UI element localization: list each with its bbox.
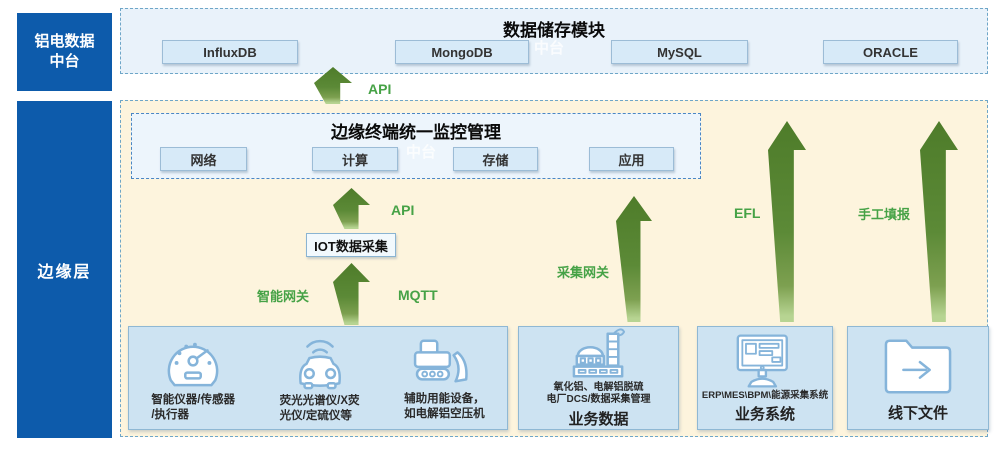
gauge-icon xyxy=(167,342,219,386)
business-system-title: 业务系统 xyxy=(734,405,795,423)
folder-arrow-icon xyxy=(884,339,952,394)
device-label-line: 光仪/定硫仪等 xyxy=(279,409,352,422)
iot-data-collection-box: IOT数据采集 xyxy=(306,233,396,257)
api-top-label: API xyxy=(368,81,392,97)
efl-label: EFL xyxy=(734,205,761,221)
db-box-influxdb: InfluxDB xyxy=(162,40,298,64)
sidebar-label-edge-layer: 边缘层 xyxy=(17,101,112,438)
db-box-oracle: ORACLE xyxy=(823,40,958,64)
device-label-line: /执行器 xyxy=(151,408,190,421)
monitor-item-storage: 存储 xyxy=(453,147,538,171)
monitor-item-app: 应用 xyxy=(589,147,674,171)
device-label-line: 辅助用能设备， xyxy=(404,392,485,405)
business-system-line1: ERP\MES\BPM\能源采集系统 xyxy=(701,390,829,402)
storage-module-section: 数据储存模块 中台 InfluxDB MongoDB MySQL ORACLE xyxy=(120,8,988,74)
watermark-text: 中台 xyxy=(406,144,437,161)
monitor-item-compute: 计算 xyxy=(312,147,398,171)
device-sources-box: 智能仪器/传感器 /执行器 荧光光谱仪/X荧 光仪/定硫仪等 xyxy=(128,326,508,430)
edge-monitoring-title: 边缘终端统一监控管理 xyxy=(331,123,501,142)
device-label-line: 智能仪器/传感器 xyxy=(151,393,236,406)
business-data-box: 氧化铝、电解铝脱硫 电厂DCS/数据采集管理 业务数据 xyxy=(518,326,679,430)
storage-module-title: 数据储存模块 xyxy=(503,21,605,40)
offline-files-title: 线下文件 xyxy=(887,405,948,422)
device-label-line: 如电解铝空压机 xyxy=(404,407,485,420)
device-label-line: 荧光光谱仪/X荧 xyxy=(279,394,360,407)
monitor-item-network: 网络 xyxy=(160,147,247,171)
bulldozer-icon xyxy=(414,339,469,383)
manual-entry-label: 手工填报 xyxy=(858,207,911,222)
business-data-line1: 氧化铝、电解铝脱硫 xyxy=(553,381,644,393)
sidebar-label-line2: 中台 xyxy=(49,53,80,70)
business-data-line2: 电厂DCS/数据采集管理 xyxy=(546,394,651,405)
business-system-box: ERP\MES\BPM\能源采集系统 业务系统 xyxy=(697,326,833,430)
mqtt-label: MQTT xyxy=(398,287,438,303)
db-box-mysql: MySQL xyxy=(611,40,748,64)
api-mid-label: API xyxy=(391,202,415,218)
collect-gateway-label: 采集网关 xyxy=(557,265,610,280)
sidebar-label-data-platform: 铝电数据 中台 xyxy=(17,13,112,91)
computer-icon xyxy=(736,334,788,388)
business-data-title: 业务数据 xyxy=(568,410,629,428)
device-item-instruments: 智能仪器/传感器 /执行器 xyxy=(151,334,235,423)
smart-gateway-label: 智能网关 xyxy=(257,289,310,304)
factory-icon xyxy=(572,327,625,377)
edge-monitoring-box: 边缘终端统一监控管理 中台 网络 计算 存储 应用 xyxy=(131,113,701,179)
sidebar-label-line1: 铝电数据 xyxy=(34,32,95,50)
edge-layer-label: 边缘层 xyxy=(37,263,92,281)
device-item-spectrometer: 荧光光谱仪/X荧 光仪/定硫仪等 xyxy=(280,333,360,424)
car-wifi-icon xyxy=(298,339,341,389)
iot-box-label: IOT数据采集 xyxy=(314,238,388,254)
offline-files-box: 线下文件 xyxy=(847,326,989,430)
db-box-mongodb: MongoDB xyxy=(395,40,529,64)
device-item-auxiliary: 辅助用能设备， 如电解铝空压机 xyxy=(404,335,485,422)
